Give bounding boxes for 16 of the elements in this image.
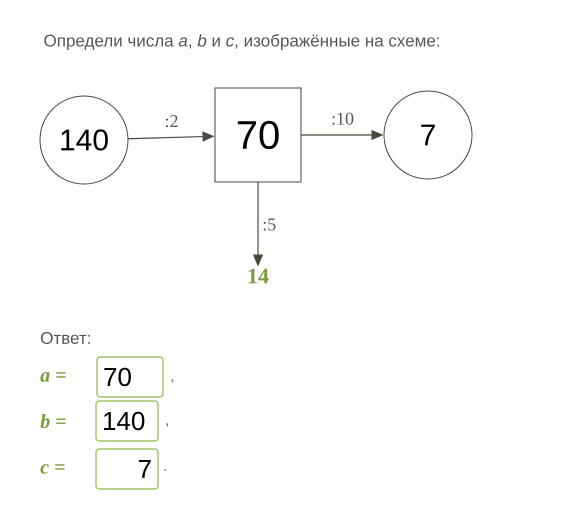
answer-field: 70 bbox=[96, 356, 164, 398]
edge-label: :10 bbox=[332, 112, 354, 125]
equation-label: a = bbox=[40, 372, 66, 382]
punctuation: , bbox=[171, 379, 173, 383]
punctuation: , bbox=[166, 423, 168, 427]
number-box: 70 bbox=[214, 88, 302, 182]
task-text: Определи числа a, b и c, изображённые на схеме: bbox=[44, 34, 439, 50]
answer-field: 7 bbox=[95, 448, 159, 490]
answer-field: 140 bbox=[95, 400, 159, 442]
edge-label: :5 bbox=[264, 218, 276, 231]
edge-label: :2 bbox=[166, 115, 178, 128]
answer-heading: Ответ: bbox=[41, 332, 90, 344]
equation-label: c = bbox=[40, 464, 65, 474]
punctuation: . bbox=[164, 469, 166, 471]
result-number: 14 bbox=[248, 268, 269, 284]
equation-label: b = bbox=[40, 414, 66, 428]
